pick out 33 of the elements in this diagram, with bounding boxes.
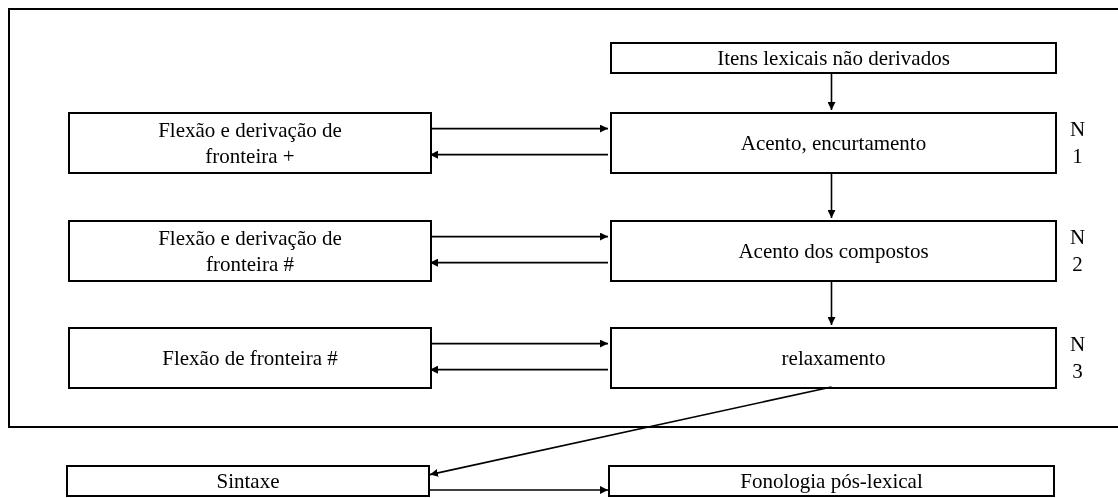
box-label: Acento, encurtamento (739, 129, 928, 157)
arrow (429, 232, 609, 241)
box-label: relaxamento (780, 344, 887, 372)
box-label: Flexão e derivação de fronteira # (157, 224, 343, 278)
box-label: Itens lexicais não derivados (716, 44, 951, 72)
box-label: Acento dos compostos (737, 237, 930, 265)
frame-box (8, 8, 1118, 428)
box-label: Sintaxe (215, 467, 281, 495)
arrow (429, 386, 833, 477)
process-box (68, 327, 432, 389)
level-label: N 1 (1068, 116, 1087, 171)
arrow (429, 150, 609, 159)
arrow (827, 279, 836, 326)
box-label: Flexão e derivação de fronteira + (157, 116, 343, 170)
process-box (68, 220, 432, 282)
level-label: N 3 (1068, 331, 1087, 386)
process-box (608, 465, 1055, 497)
box-label: Flexão de fronteira # (161, 344, 339, 372)
process-box (68, 112, 432, 174)
process-box (610, 42, 1057, 74)
arrow (429, 258, 609, 267)
arrow (429, 365, 609, 374)
arrow (429, 339, 609, 348)
arrow (429, 124, 609, 133)
process-box (610, 112, 1057, 174)
box-label: Fonologia pós-lexical (739, 467, 924, 495)
process-box (610, 220, 1057, 282)
process-box (66, 465, 430, 497)
arrow (827, 71, 836, 111)
level-label: N 2 (1068, 224, 1087, 279)
arrow (827, 171, 836, 219)
process-box (610, 327, 1057, 389)
arrow (429, 485, 609, 494)
